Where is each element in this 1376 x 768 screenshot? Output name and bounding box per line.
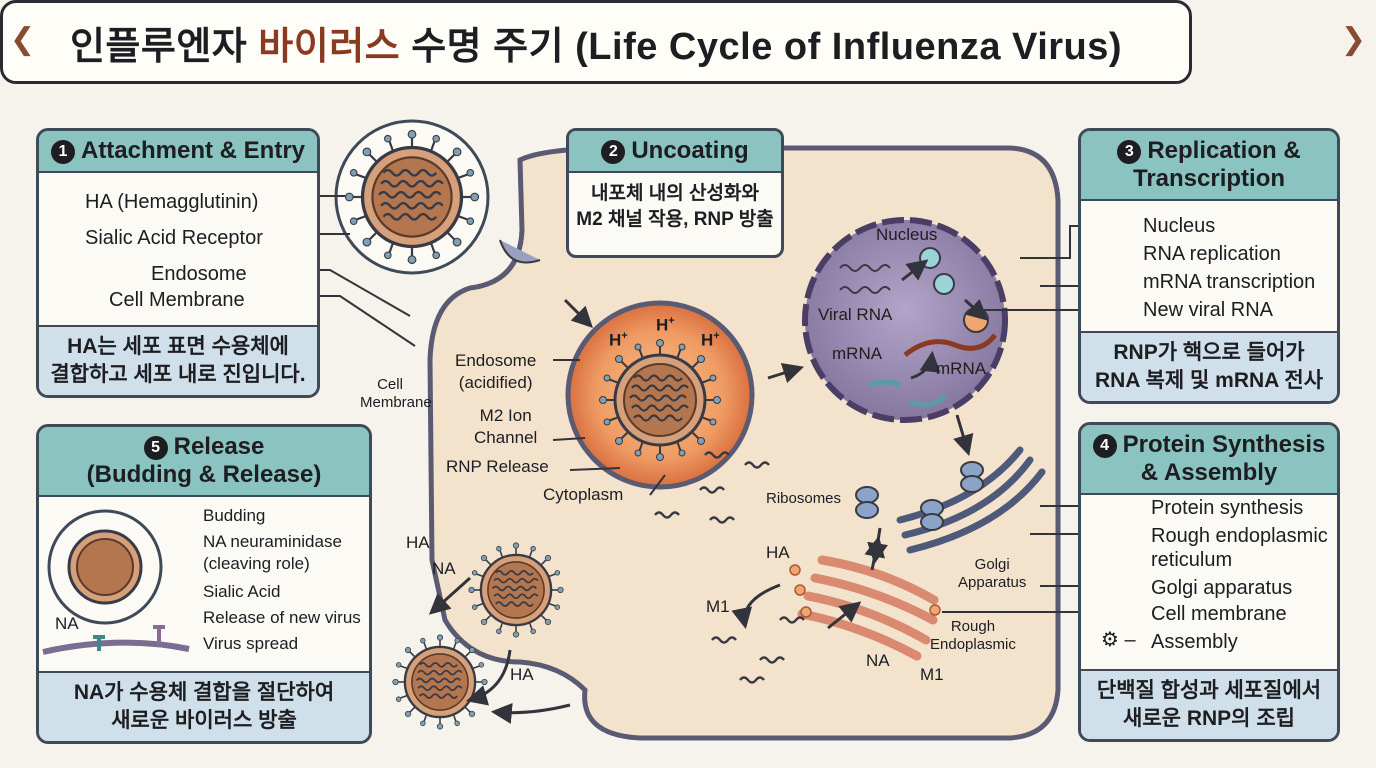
proton-2: H+ bbox=[656, 315, 675, 335]
mrna-annotation-left: mRNA bbox=[832, 344, 883, 363]
protein-synthesis-label: Protein synthesis bbox=[1151, 497, 1304, 519]
na-neuraminidase-label: NA neuraminidase bbox=[203, 532, 342, 551]
viral-rna-annotation: Viral RNA bbox=[818, 305, 893, 324]
cleaving-role-label: (cleaving role) bbox=[203, 554, 310, 573]
sialic-acid-label: Sialic Acid bbox=[203, 582, 281, 601]
assembly-label: Assembly bbox=[1151, 631, 1238, 653]
sialic-acid-receptor-label: Sialic Acid Receptor bbox=[85, 227, 263, 249]
rnp-release-annotation: RNP Release bbox=[446, 457, 549, 476]
m1-annotation-2: M1 bbox=[920, 665, 944, 684]
virus-spread-label: Virus spread bbox=[203, 634, 299, 653]
right-ornament-icon: ❯ bbox=[1340, 22, 1366, 57]
rough-er-label-2: reticulum bbox=[1151, 549, 1233, 571]
budding-virion-icon bbox=[42, 509, 190, 655]
ha-annotation-2: HA bbox=[766, 543, 790, 562]
proton-1: H+ bbox=[609, 330, 628, 350]
page-title: 인플루엔자 바이러스 수명 주기 (Life Cycle of Influenz… bbox=[69, 25, 1123, 68]
nucleus-annotation: Nucleus bbox=[876, 225, 938, 244]
nucleus-label: Nucleus bbox=[1143, 215, 1216, 237]
endosome-label: Endosome bbox=[151, 263, 247, 285]
rna-replication-label: RNA replication bbox=[1143, 243, 1281, 265]
ribosomes-annotation: Ribosomes bbox=[766, 490, 842, 507]
title-banner: ❮ 인플루엔자 바이러스 수명 주기 (Life Cycle of Influe… bbox=[0, 0, 1366, 84]
na-label-small: NA bbox=[55, 614, 79, 633]
ha-annotation-3: HA bbox=[510, 665, 534, 684]
release-new-virus-label: Release of new virus bbox=[203, 608, 361, 627]
endosome-annotation: Endosome(acidified) bbox=[455, 351, 537, 392]
cytoplasm-annotation: Cytoplasm bbox=[543, 485, 624, 504]
na-annotation-1: NA bbox=[432, 559, 456, 578]
na-annotation-2: NA bbox=[866, 651, 890, 670]
proton-3: H+ bbox=[701, 330, 720, 350]
rough-er-label: Rough endoplasmic bbox=[1151, 525, 1328, 547]
budding-label: Budding bbox=[203, 506, 266, 525]
mrna-transcription-label: mRNA transcription bbox=[1143, 271, 1316, 293]
cell-membrane-label: Cell Membrane bbox=[109, 289, 245, 311]
m1-annotation-1: M1 bbox=[706, 597, 730, 616]
left-ornament-icon: ❮ bbox=[10, 22, 36, 57]
golgi-apparatus-label: Golgi apparatus bbox=[1151, 577, 1293, 599]
new-viral-rna-label: New viral RNA bbox=[1143, 299, 1274, 321]
assembly-gear-icon: ⚙ – bbox=[1101, 629, 1136, 651]
mrna-annotation-right: mRNA bbox=[936, 359, 987, 378]
ha-annotation-1: HA bbox=[406, 533, 430, 552]
ha-label: HA (Hemagglutinin) bbox=[85, 191, 259, 213]
cell-membrane-label-4: Cell membrane bbox=[1151, 603, 1287, 625]
